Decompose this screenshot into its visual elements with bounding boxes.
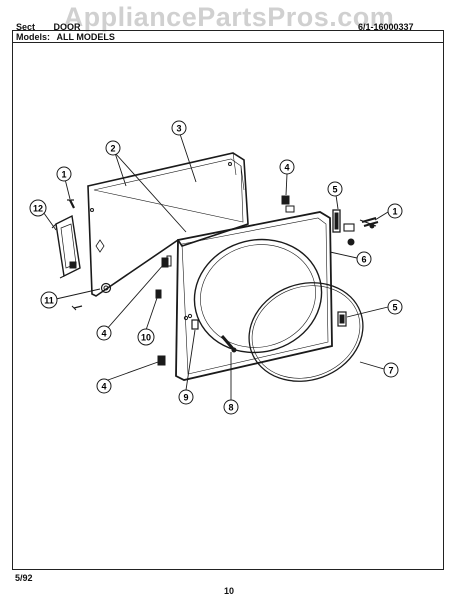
diagram-frame <box>12 30 444 570</box>
callout-11: 11 <box>40 291 58 309</box>
callout-6: 6 <box>356 251 372 267</box>
callout-label: 4 <box>101 382 106 392</box>
callout-4-bottom: 4 <box>96 378 112 394</box>
outer-door-panel <box>175 211 333 381</box>
door-screw-part <box>220 335 237 353</box>
callout-label: 4 <box>284 163 289 173</box>
callout-1-top-left: 1 <box>56 166 72 182</box>
section-prefix: Sect <box>16 22 36 32</box>
callout-label: 5 <box>392 303 397 313</box>
door-gasket-ring-inner <box>251 285 361 379</box>
callout-label: 7 <box>388 366 393 376</box>
callout-4-top: 4 <box>279 159 295 175</box>
hinge-assembly-part <box>332 209 379 327</box>
callout-label: 2 <box>110 144 115 154</box>
callout-label: 11 <box>44 296 54 306</box>
models-value: ALL MODELS <box>56 32 115 42</box>
header-rule <box>12 42 444 43</box>
inner-door-panel <box>87 152 249 297</box>
callout-label: 3 <box>176 124 181 134</box>
screw-part <box>67 199 75 209</box>
revision-date: 5/92 <box>15 573 33 583</box>
callout-label: 6 <box>361 255 366 265</box>
callout-10: 10 <box>137 328 155 346</box>
callout-2: 2 <box>105 140 121 156</box>
watermark-text: AppliancePartsPros.com <box>63 2 395 32</box>
callout-4-middle: 4 <box>96 325 112 341</box>
part-number: 6/1-16000337 <box>358 22 414 32</box>
callout-label: 4 <box>101 329 106 339</box>
section-name: DOOR <box>53 22 81 32</box>
callout-5-right: 5 <box>387 299 403 315</box>
callout-label: 1 <box>61 170 66 180</box>
callout-7: 7 <box>383 362 399 378</box>
callout-12: 12 <box>29 199 47 217</box>
leader-lines <box>40 133 389 400</box>
callout-8: 8 <box>223 399 239 415</box>
latch-clip-part <box>155 289 162 299</box>
bracket-part <box>191 319 199 330</box>
section-title: Sect DOOR <box>16 22 81 32</box>
page-number: 10 <box>223 586 234 596</box>
callout-label: 12 <box>33 204 43 214</box>
callout-3: 3 <box>171 120 187 136</box>
callout-group: 1 2 3 4 5 1 6 <box>29 120 403 415</box>
models-label: Models: <box>16 32 51 42</box>
callout-9: 9 <box>178 389 194 405</box>
door-handle-part <box>51 214 81 279</box>
callout-label: 8 <box>228 403 233 413</box>
door-gasket-ring <box>248 282 364 382</box>
hinge-part <box>157 195 295 366</box>
callout-label: 5 <box>332 185 337 195</box>
callout-label: 1 <box>392 207 397 217</box>
callout-label: 9 <box>183 393 188 403</box>
callout-5-top: 5 <box>327 181 343 197</box>
callout-label: 10 <box>141 333 151 343</box>
callout-1-right: 1 <box>387 203 403 219</box>
handle-screw-part <box>71 282 112 311</box>
models-line: Models: ALL MODELS <box>16 32 115 42</box>
